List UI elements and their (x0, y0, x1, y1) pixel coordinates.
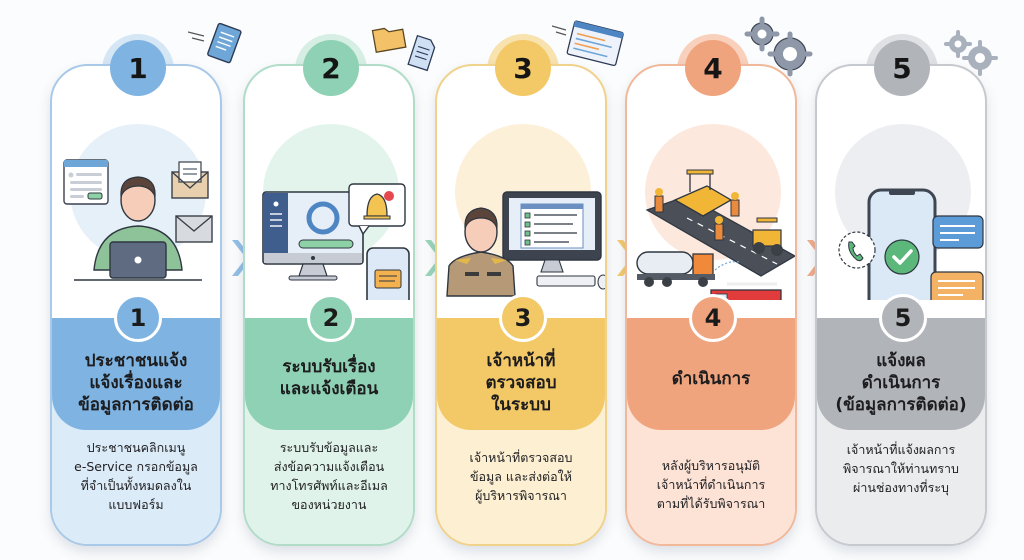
step-3-description: เจ้าหน้าที่ตรวจสอบ ข้อมูล และส่งต่อให้ ผ… (469, 450, 573, 503)
step-2-card: 2 ระบบรับเรื่อง และแจ้งเตือน ระบบรับข้อม… (243, 64, 415, 546)
step-3-top-badge: 3 (495, 40, 551, 96)
step-3-card: 3 เจ้าหน้าที่ ตรวจสอบ ในระบบ เจ้าหน้าที่… (435, 64, 607, 546)
officer-computer-checklist-icon (446, 191, 605, 297)
step-5-top-badge: 5 (874, 40, 930, 96)
road-works-trucks-icon (636, 169, 795, 300)
phone-confirmation-icon (838, 188, 984, 300)
step-5-title: แจ้งผล ดำเนินการ (ข้อมูลการติดต่อ) (835, 351, 967, 415)
monitor-bell-phone-icon (262, 183, 410, 300)
step-3-number-badge: 3 (499, 294, 547, 342)
gears-icon (944, 30, 998, 76)
step-4-card: 4 ดำเนินการ หลังผู้บริหารอนุมัติ เจ้าหน้… (625, 64, 797, 546)
step-4-number-badge: 4 (689, 294, 737, 342)
step-3-title: เจ้าหน้าที่ ตรวจสอบ ในระบบ (485, 351, 557, 415)
folder-and-file-icon (371, 27, 436, 72)
step-5-card: 5 แจ้งผล ดำเนินการ (ข้อมูลการติดต่อ) เจ้… (815, 64, 987, 546)
step-1-title: ประชาชนแจ้ง แจ้งเรื่องและ ข้อมูลการติดต่… (78, 351, 194, 415)
gears-icon (744, 16, 813, 77)
step-5-description: เจ้าหน้าที่แจ้งผลการ พิจารณาให้ท่านทราบ … (843, 442, 959, 495)
flying-window-icon (552, 20, 624, 67)
step-1-description: ประชาชนคลิกเมนู e-Service กรอกข้อมูล ที่… (74, 440, 198, 512)
flying-document-icon (188, 22, 242, 64)
step-2-description: ระบบรับข้อมูลและ ส่งข้อความแจ้งเตือน ทาง… (270, 440, 388, 512)
step-4-description: หลังผู้บริหารอนุมัติ เจ้าหน้าที่ดำเนินกา… (656, 458, 766, 511)
step-1-number-badge: 1 (114, 294, 162, 342)
step-1-card: 1 ประชาชนแจ้ง แจ้งเรื่องและ ข้อมูลการติด… (50, 64, 222, 546)
step-5-number-badge: 5 (879, 294, 927, 342)
step-4-title: ดำเนินการ (671, 369, 751, 389)
step-2-number-badge: 2 (307, 294, 355, 342)
step-2-top-badge: 2 (303, 40, 359, 96)
step-4-top-badge: 4 (685, 40, 741, 96)
person-laptop-email-icon (63, 159, 213, 281)
step-2-title: ระบบรับเรื่อง และแจ้งเตือน (279, 357, 379, 399)
step-1-top-badge: 1 (110, 40, 166, 96)
